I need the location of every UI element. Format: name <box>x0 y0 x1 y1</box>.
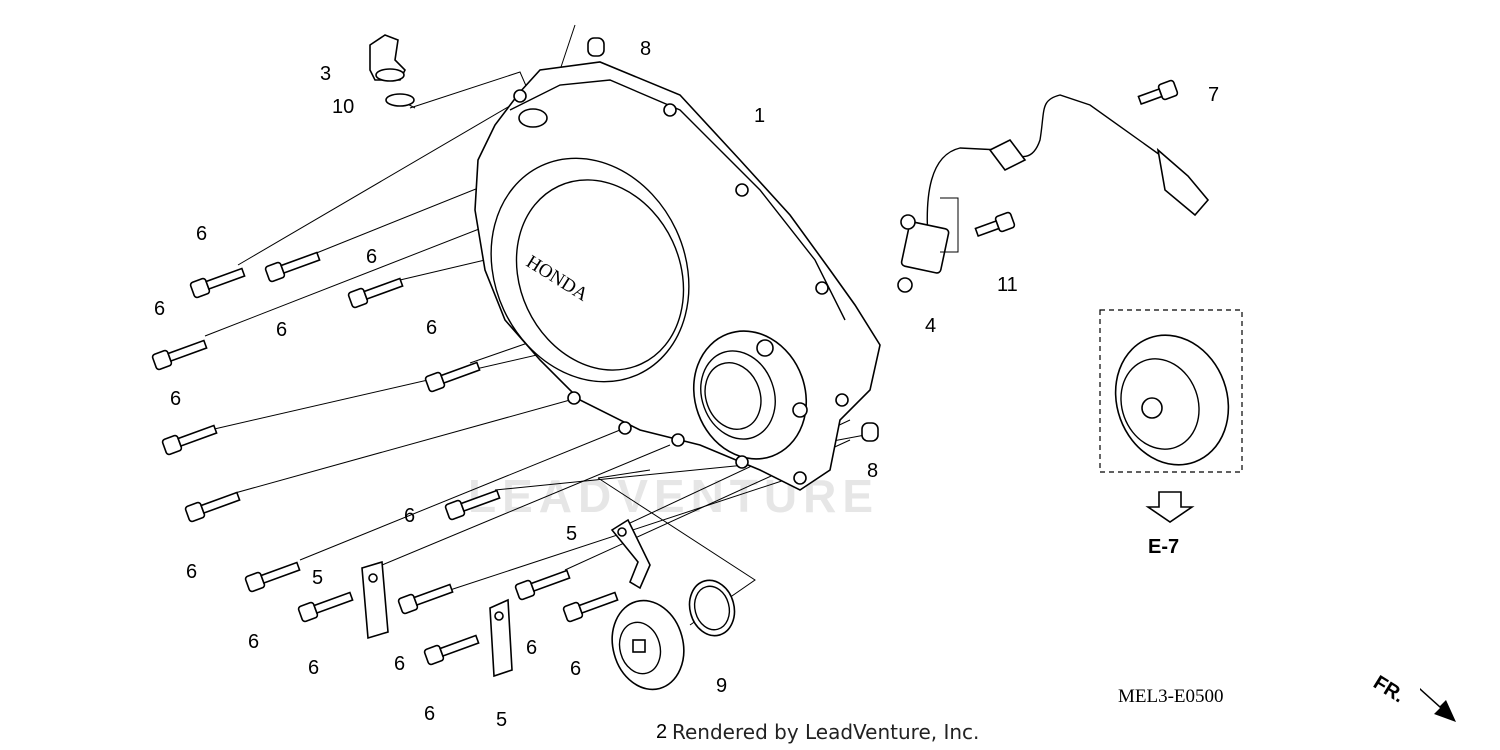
front-direction-arrow: FR. <box>1369 672 1456 722</box>
callout-8a: 8 <box>640 38 651 60</box>
callout-6-4: 6 <box>154 298 165 320</box>
oil-filler-cap <box>369 34 406 82</box>
bolts <box>151 251 619 666</box>
callout-6-10: 6 <box>308 657 319 679</box>
bolt-7 <box>1137 79 1179 106</box>
front-direction-label: FR. <box>1369 672 1408 708</box>
reference-inset <box>1099 309 1243 473</box>
callout-6-8: 6 <box>404 505 415 527</box>
callout-6-14: 6 <box>570 658 581 680</box>
callout-5b: 5 <box>566 523 577 545</box>
callout-7: 7 <box>1208 84 1219 106</box>
o-ring-10 <box>385 93 415 107</box>
callout-6-11: 6 <box>394 653 405 675</box>
credit-text: Rendered by LeadVenture, Inc. <box>672 720 979 744</box>
callout-2: 2 <box>656 721 667 743</box>
callout-5c: 5 <box>496 709 507 731</box>
callout-4: 4 <box>925 315 936 337</box>
crankshaft-hole-cap <box>611 599 685 691</box>
diagram-code: MEL3-E0500 <box>1118 686 1224 707</box>
callout-1: 1 <box>754 105 765 127</box>
bolt-11 <box>974 211 1016 238</box>
callout-6-13: 6 <box>424 703 435 725</box>
o-ring-9 <box>688 579 736 637</box>
callout-labels: 1 2 3 4 5 5 5 6 6 6 6 6 6 6 6 6 6 6 6 6 … <box>154 38 1219 743</box>
sensor-harness <box>897 94 1210 293</box>
callout-5a: 5 <box>312 567 323 589</box>
callout-9: 9 <box>716 675 727 697</box>
reference-arrow <box>1145 491 1195 523</box>
callout-6-9: 6 <box>248 631 259 653</box>
callout-3: 3 <box>320 63 331 85</box>
callout-8b: 8 <box>867 460 878 482</box>
clamps <box>361 518 651 678</box>
reference-label: E-7 <box>1148 536 1179 558</box>
callout-10: 10 <box>332 96 354 118</box>
callout-6-6: 6 <box>170 388 181 410</box>
callout-6-2: 6 <box>276 319 287 341</box>
callout-6-3: 6 <box>366 246 377 268</box>
callout-6-5: 6 <box>426 317 437 339</box>
callout-6-7: 6 <box>186 561 197 583</box>
callout-6-1: 6 <box>196 223 207 245</box>
dowel-pin-bottom <box>861 422 879 442</box>
callout-11: 11 <box>997 274 1018 296</box>
dowel-pin-top <box>587 37 605 57</box>
right-crankcase-cover: HONDA <box>474 61 881 491</box>
callout-6-12: 6 <box>526 637 537 659</box>
